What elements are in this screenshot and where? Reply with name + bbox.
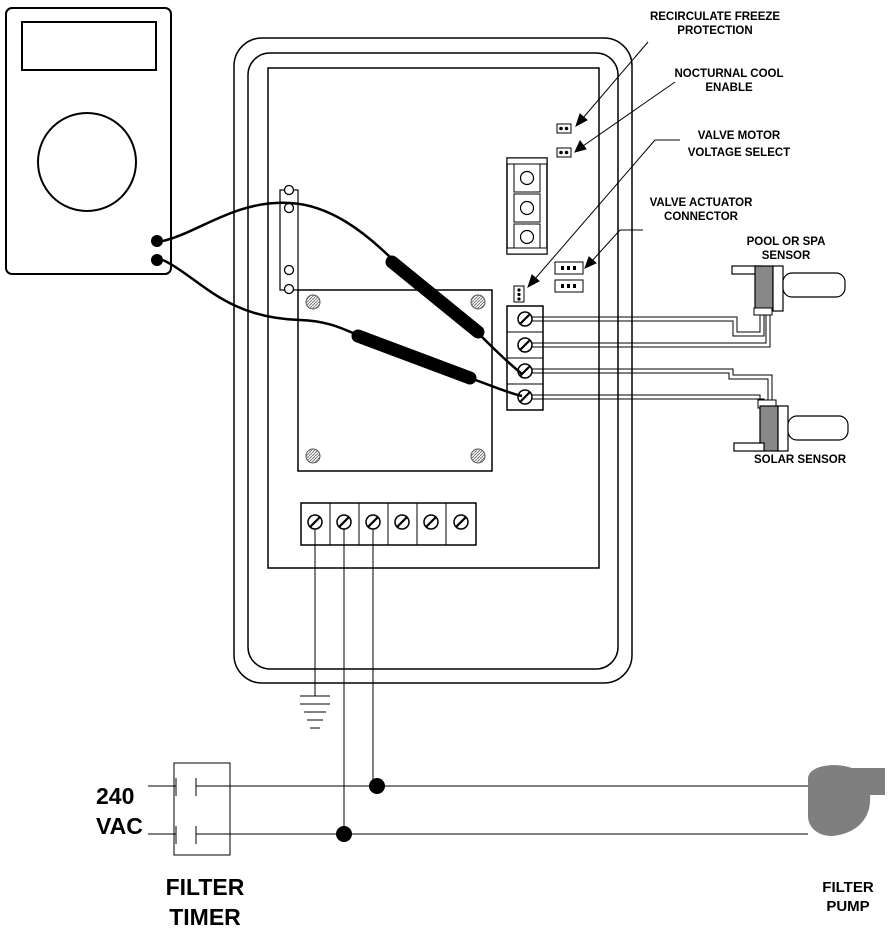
- filter-pump-label-line1: FILTER: [822, 879, 874, 896]
- valve-actuator-label-line1: VALVE ACTUATOR: [650, 197, 754, 209]
- meter-probe-1: [385, 255, 485, 339]
- power-wiring: [148, 529, 808, 844]
- filter-timer-box: [173, 762, 231, 856]
- pool-spa-label-line1: POOL OR SPA: [747, 236, 826, 248]
- multimeter-jack-1: [151, 235, 163, 247]
- pool-spa-sensor: [731, 265, 846, 316]
- pool-spa-label-line2: SENSOR: [762, 250, 811, 262]
- multimeter-dial: [37, 112, 137, 212]
- filter-timer-label-line2: TIMER: [169, 904, 241, 930]
- voltage-select-jumper: [513, 285, 525, 303]
- valve-motor-label-line2: VOLTAGE SELECT: [688, 147, 790, 159]
- solar-sensor: [733, 399, 849, 452]
- filter-timer-label-line1: FILTER: [166, 874, 245, 900]
- solar-sensor-label: SOLAR SENSOR: [754, 454, 847, 466]
- multimeter-jack-2: [151, 254, 163, 266]
- multimeter-display: [21, 21, 157, 71]
- meter-probe-2: [351, 329, 477, 385]
- junction-dot-2: [336, 826, 352, 842]
- filter-pump-label-line2: PUMP: [826, 898, 869, 915]
- ground-symbol: [300, 695, 330, 729]
- power-terminal-block: [300, 502, 477, 546]
- callout-arrows: [527, 41, 680, 289]
- nocturnal-label-line2: ENABLE: [705, 82, 753, 94]
- freeze-jumper: [556, 123, 572, 134]
- valve-actuator-label-line2: CONNECTOR: [664, 211, 739, 223]
- valve-motor-label-line1: VALVE MOTOR: [698, 130, 781, 142]
- recirculate-label-line1: RECIRCULATE FREEZE: [650, 11, 780, 23]
- voltage-label-line2: VAC: [96, 813, 143, 839]
- filter-pump: [808, 765, 885, 836]
- multimeter: [5, 7, 172, 275]
- junction-dot-1: [369, 778, 385, 794]
- voltage-label-line1: 240: [96, 783, 134, 809]
- valve-actuator-connector: [554, 261, 584, 293]
- relay-block: [506, 157, 548, 255]
- left-terminal-strip: [279, 184, 299, 295]
- nocturnal-label-line1: NOCTURNAL COOL: [674, 68, 783, 80]
- nocturnal-jumper: [556, 147, 572, 158]
- recirculate-label-line2: PROTECTION: [677, 25, 752, 37]
